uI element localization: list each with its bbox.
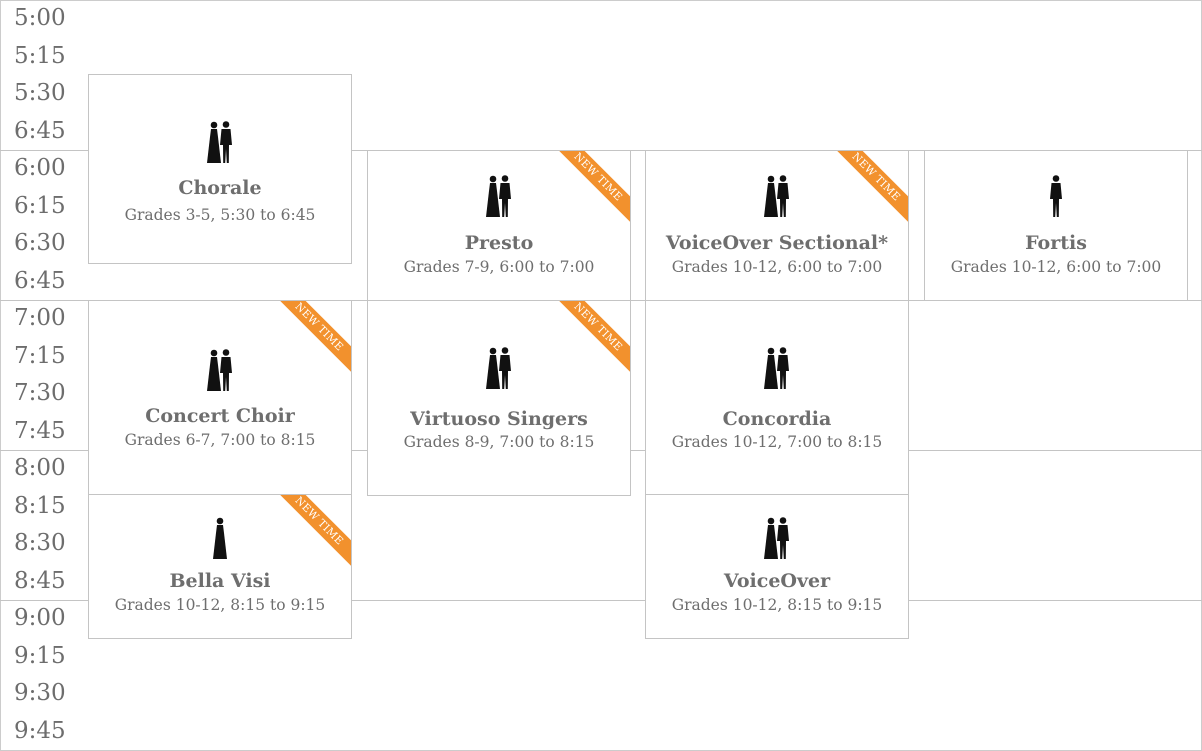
event-title: Virtuoso Singers <box>410 408 588 430</box>
hour-divider <box>0 600 1202 601</box>
event-card-voiceover[interactable]: VoiceOver Grades 10-12, 8:15 to 9:15 <box>645 494 909 639</box>
event-card-chorale[interactable]: Chorale Grades 3-5, 5:30 to 6:45 <box>88 74 352 264</box>
event-details: Grades 10-12, 8:15 to 9:15 <box>671 596 883 614</box>
time-label: 5:30 <box>14 80 66 106</box>
time-label: 6:30 <box>14 230 66 256</box>
time-label: 6:00 <box>14 155 66 181</box>
event-title: Presto <box>464 232 534 254</box>
time-label: 9:15 <box>14 643 66 669</box>
event-title: Concert Choir <box>145 405 295 427</box>
couple-icon <box>89 349 351 393</box>
event-card-virtuoso-singers[interactable]: Virtuoso Singers Grades 8-9, 7:00 to 8:1… <box>367 300 631 496</box>
time-label: 5:15 <box>14 43 66 69</box>
time-label: 9:30 <box>14 680 66 706</box>
time-label: 7:00 <box>14 305 66 331</box>
time-label: 8:15 <box>14 493 66 519</box>
time-label: 9:45 <box>14 718 66 744</box>
time-label: 6:45 <box>14 118 66 144</box>
couple-icon <box>646 517 908 561</box>
event-title: Bella Visi <box>169 570 271 592</box>
time-label: 6:45 <box>14 268 66 294</box>
couple-icon <box>368 347 630 391</box>
time-label: 6:15 <box>14 193 66 219</box>
time-label: 8:30 <box>14 530 66 556</box>
event-title: VoiceOver <box>723 570 831 592</box>
event-details: Grades 7-9, 6:00 to 7:00 <box>403 258 595 276</box>
man-icon <box>925 175 1187 219</box>
event-details: Grades 6-7, 7:00 to 8:15 <box>124 431 316 449</box>
time-label: 8:00 <box>14 455 66 481</box>
time-label: 7:45 <box>14 418 66 444</box>
event-card-fortis[interactable]: Fortis Grades 10-12, 6:00 to 7:00 <box>924 150 1188 301</box>
time-label: 9:00 <box>14 605 66 631</box>
woman-icon <box>89 517 351 561</box>
event-title: VoiceOver Sectional* <box>665 232 889 254</box>
couple-icon <box>646 347 908 391</box>
event-card-voiceover-sectional[interactable]: VoiceOver Sectional* Grades 10-12, 6:00 … <box>645 150 909 301</box>
event-card-presto[interactable]: Presto Grades 7-9, 6:00 to 7:00 NEW TIME <box>367 150 631 301</box>
event-details: Grades 10-12, 8:15 to 9:15 <box>114 596 326 614</box>
event-details: Grades 10-12, 6:00 to 7:00 <box>950 258 1162 276</box>
event-title: Chorale <box>178 177 262 199</box>
event-details: Grades 8-9, 7:00 to 8:15 <box>403 433 595 451</box>
couple-icon <box>368 175 630 219</box>
time-label: 8:45 <box>14 568 66 594</box>
event-title: Fortis <box>1025 232 1087 254</box>
event-card-concert-choir[interactable]: Concert Choir Grades 6-7, 7:00 to 8:15 N… <box>88 300 352 496</box>
event-details: Grades 10-12, 7:00 to 8:15 <box>671 433 883 451</box>
event-details: Grades 10-12, 6:00 to 7:00 <box>671 258 883 276</box>
couple-icon <box>89 121 351 165</box>
event-card-bella-visi[interactable]: Bella Visi Grades 10-12, 8:15 to 9:15 NE… <box>88 494 352 639</box>
couple-icon <box>646 175 908 219</box>
event-title: Concordia <box>722 408 832 430</box>
time-label: 7:30 <box>14 380 66 406</box>
time-label: 7:15 <box>14 343 66 369</box>
event-card-concordia[interactable]: Concordia Grades 10-12, 7:00 to 8:15 <box>645 300 909 496</box>
event-details: Grades 3-5, 5:30 to 6:45 <box>124 206 316 224</box>
time-label: 5:00 <box>14 5 66 31</box>
